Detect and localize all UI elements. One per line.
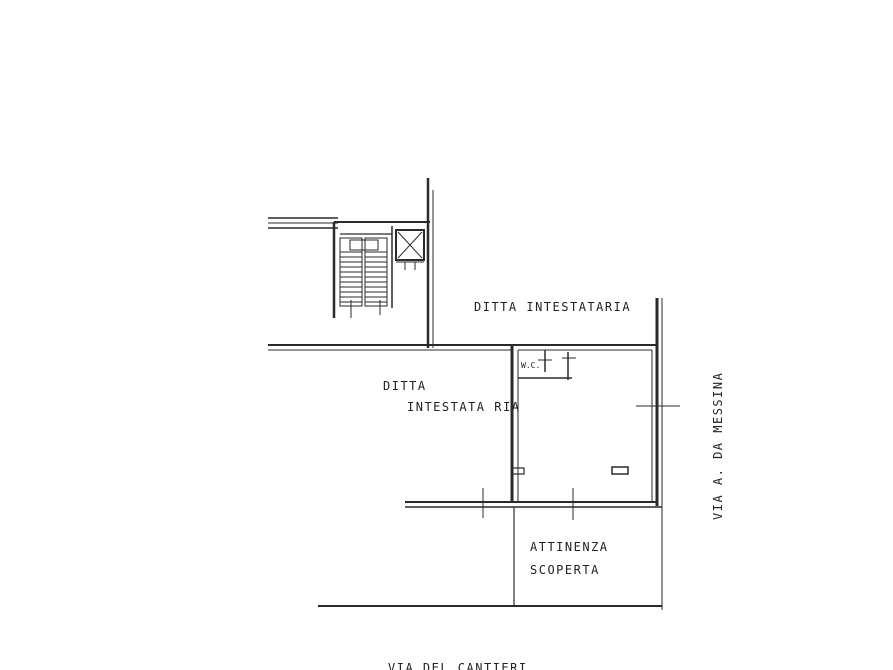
street-label-south: VIA DEL CANTIERI [388, 661, 528, 670]
label-ditta-intestataria-north: DITTA INTESTATARIA [474, 300, 631, 314]
stair-steps [339, 237, 388, 307]
street-label-east: VIA A. DA MESSINA [711, 372, 725, 520]
label-intestataria-west: INTESTATA RIA [407, 400, 520, 414]
stairwell-block [268, 178, 434, 348]
label-attinenza: ATTINENZA [530, 540, 609, 554]
label-scoperta: SCOPERTA [530, 563, 600, 577]
wc-label: W.C. [521, 361, 540, 370]
elevator-shaft [395, 229, 425, 270]
main-walls [268, 298, 680, 610]
label-ditta-west: DITTA [383, 379, 427, 393]
wc-room: W.C. [518, 350, 576, 380]
